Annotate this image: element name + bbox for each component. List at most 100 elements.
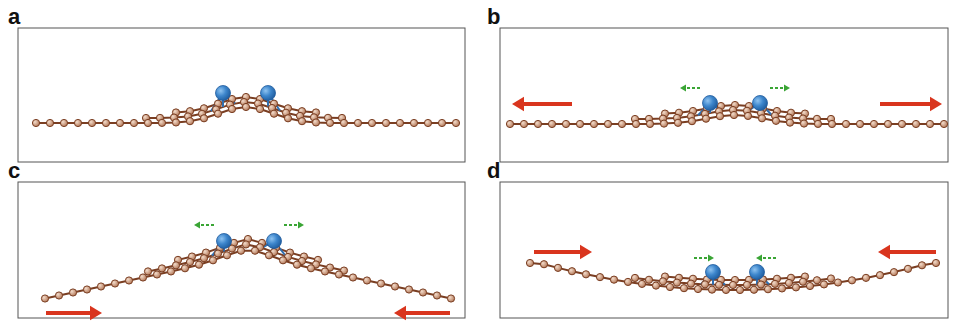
carbon-atom (256, 105, 263, 112)
carbon-atom (800, 120, 807, 127)
carbon-bond (178, 239, 318, 260)
arrow-head (784, 84, 790, 91)
carbon-atom (813, 277, 820, 284)
carbon-atom (237, 247, 244, 254)
arrow-head (680, 84, 686, 91)
carbon-atom (652, 282, 659, 289)
carbon-atom (688, 118, 695, 125)
carbon-atom (932, 259, 939, 266)
carbon-atom (405, 286, 412, 293)
carbon-atom (520, 120, 527, 127)
carbon-atom (307, 265, 314, 272)
carbon-bond (176, 97, 316, 113)
carbon-atom (785, 279, 792, 286)
carbon-atom (729, 281, 736, 288)
carbon-bond (45, 251, 451, 299)
carbon-atom (912, 120, 919, 127)
force-arrow (686, 87, 700, 89)
carbon-atom (708, 286, 715, 293)
carbon-atom (195, 261, 202, 268)
carbon-atom (926, 120, 933, 127)
carbon-atom (666, 283, 673, 290)
arrow-head (512, 97, 524, 111)
carbon-atom (391, 283, 398, 290)
carbon-atom (270, 110, 277, 117)
carbon-atom (576, 120, 583, 127)
carbon-atom (125, 277, 132, 284)
force-arrow (200, 224, 214, 226)
carbon-atom (674, 119, 681, 126)
carbon-atom (447, 295, 454, 302)
carbon-atom (645, 276, 652, 283)
carbon-atom (758, 115, 765, 122)
carbon-atom (41, 295, 48, 302)
carbon-atom (396, 119, 403, 126)
carbon-atom (377, 280, 384, 287)
carbon-atom (582, 271, 589, 278)
carbon-atom (97, 283, 104, 290)
carbon-atom (242, 241, 249, 248)
carbon-atom (771, 280, 778, 287)
force-arrow (762, 257, 776, 259)
arrow-head (930, 97, 942, 111)
carbon-atom (335, 271, 342, 278)
carbon-atom (659, 278, 666, 285)
arrow-head (90, 306, 102, 320)
carbon-atom (506, 120, 513, 127)
carbon-atom (144, 119, 151, 126)
carbon-atom (410, 119, 417, 126)
carbon-atom (870, 120, 877, 127)
carbon-atom (46, 119, 53, 126)
arrow-head (194, 221, 200, 228)
carbon-atom (918, 262, 925, 269)
carbon-atom (736, 286, 743, 293)
carbon-atom (144, 268, 151, 275)
force-arrow (46, 311, 90, 315)
carbon-atom (814, 120, 821, 127)
force-arrow (880, 102, 930, 106)
dopant-atom (706, 265, 721, 280)
carbon-bond (510, 115, 944, 124)
carbon-atom (452, 119, 459, 126)
carbon-atom (862, 274, 869, 281)
carbon-atom (540, 261, 547, 268)
force-arrow (406, 311, 450, 315)
carbon-atom (214, 250, 221, 257)
dopant-atom (750, 265, 765, 280)
carbon-atom (590, 120, 597, 127)
dopant-atom (261, 86, 276, 101)
dopant-atom (753, 96, 768, 111)
carbon-atom (321, 268, 328, 275)
carbon-atom (596, 274, 603, 281)
carbon-atom (209, 257, 216, 264)
carbon-atom (702, 115, 709, 122)
carbon-atom (548, 120, 555, 127)
dopant-atom (216, 86, 231, 101)
carbon-atom (786, 119, 793, 126)
carbon-atom (848, 277, 855, 284)
carbon-atom (130, 119, 137, 126)
carbon-atom (228, 105, 235, 112)
force-arrow (770, 87, 784, 89)
carbon-atom (884, 120, 891, 127)
force-arrow (524, 102, 572, 106)
carbon-atom (646, 120, 653, 127)
carbon-atom (242, 103, 249, 110)
carbon-atom (799, 278, 806, 285)
carbon-atom (772, 117, 779, 124)
carbon-atom (32, 119, 39, 126)
panel-frame (500, 182, 948, 318)
carbon-atom (680, 285, 687, 292)
carbon-atom (618, 120, 625, 127)
carbon-atom (638, 280, 645, 287)
carbon-atom (624, 278, 631, 285)
carbon-atom (340, 119, 347, 126)
carbon-atom (223, 252, 230, 259)
carbon-atom (111, 280, 118, 287)
carbon-atom (778, 285, 785, 292)
carbon-atom (60, 119, 67, 126)
carbon-atom (293, 261, 300, 268)
carbon-atom (172, 119, 179, 126)
carbon-atom (424, 119, 431, 126)
carbon-atom (694, 285, 701, 292)
